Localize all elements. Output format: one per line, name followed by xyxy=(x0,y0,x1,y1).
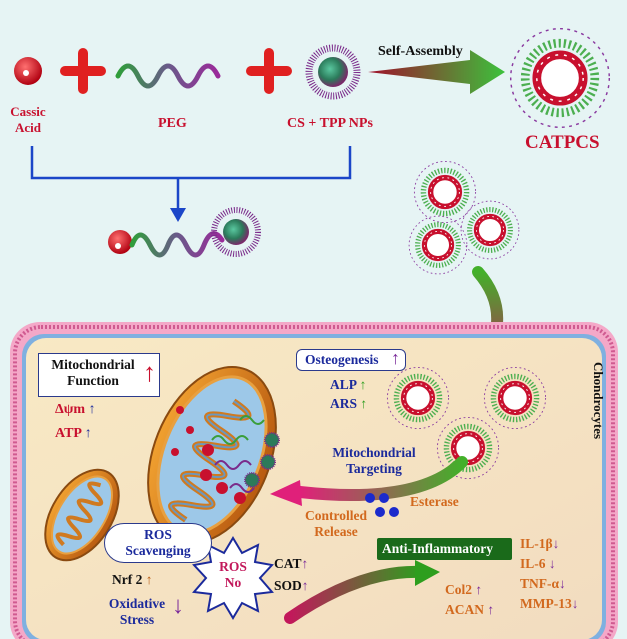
esterase-label: Esterase xyxy=(410,494,459,509)
mitochondrion-small xyxy=(44,468,120,562)
up-arrow-icon: ↑ xyxy=(143,358,156,387)
cat-label: CAT↑ xyxy=(274,556,309,571)
conjugate-molecule xyxy=(108,207,261,258)
catpcs-micelle xyxy=(511,29,610,128)
peg-chain xyxy=(115,63,221,89)
merge-bracket xyxy=(30,146,352,180)
delta-psi-label: Δψm ↑ xyxy=(55,402,96,417)
micelle-1 xyxy=(414,161,475,222)
cs-tpp-label: CS + TPP NPs xyxy=(287,116,373,131)
alp-label: ALP ↑ xyxy=(330,377,367,392)
ros-starburst xyxy=(192,536,274,620)
il6-label: IL-6 ↓ xyxy=(520,556,556,571)
ars-label: ARS ↑ xyxy=(330,396,368,411)
catpcs-label: CATPCS xyxy=(525,132,600,153)
mito-targeting-arrow xyxy=(294,456,468,501)
il1b-label: IL-1β↓ xyxy=(520,536,560,551)
released-conjugates xyxy=(211,415,265,493)
sod-label: SOD↑ xyxy=(274,578,309,593)
down-arrow-icon: ↓ xyxy=(172,593,184,619)
chondrocytes-label: Chondrocytes xyxy=(591,362,606,440)
anti-inflammatory-box xyxy=(377,538,512,560)
tnfa-label: TNF-α↓ xyxy=(520,576,566,591)
anti-inflammatory-label: Anti-Inflammatory xyxy=(382,541,493,556)
esterase-dots xyxy=(365,493,399,517)
micelle-2 xyxy=(409,216,467,274)
nrf2-label: Nrf 2 ↑ xyxy=(112,572,153,587)
ros-to-antiinflam-arrow xyxy=(284,565,426,624)
col2-label: Col2 ↑ xyxy=(445,582,483,597)
acan-label: ACAN ↑ xyxy=(445,602,495,617)
atp-label: ATP ↑ xyxy=(55,426,92,441)
up-arrow-icon: ↑ xyxy=(391,348,400,368)
mmp13-label: MMP-13↓ xyxy=(520,596,579,611)
peg-label: PEG xyxy=(158,116,187,131)
self-assembly-arrow xyxy=(368,50,505,94)
cs-tpp-nanoparticle xyxy=(305,44,361,100)
self-assembly-label: Self-Assembly xyxy=(378,44,463,59)
osteogenesis-box: Osteogenesis ↑ xyxy=(296,348,406,371)
